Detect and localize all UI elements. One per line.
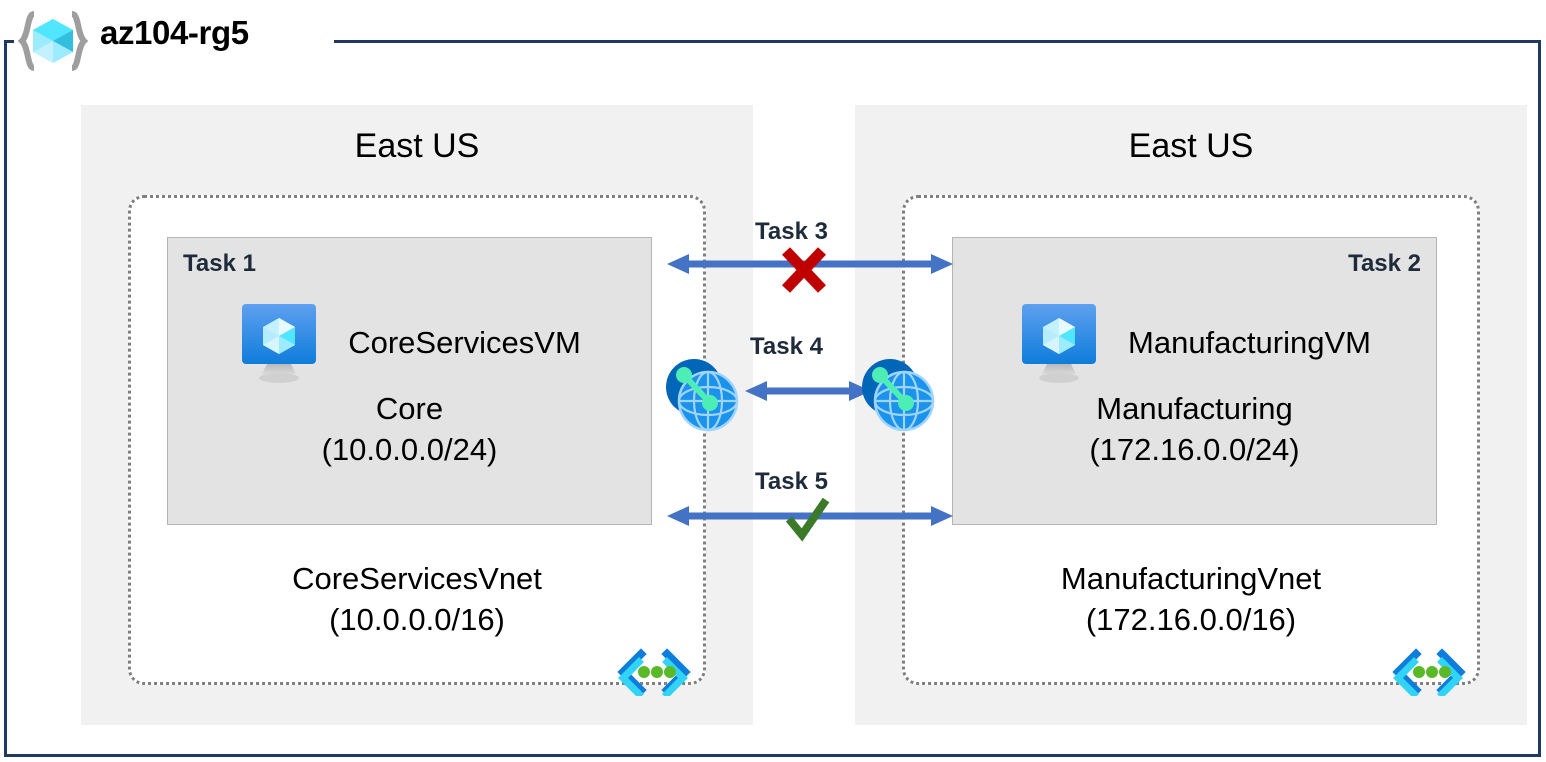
connection-label-task4: Task 4 — [750, 333, 823, 360]
vnet-peering-icon-right — [862, 359, 935, 432]
connection-label-task5: Task 5 — [755, 468, 828, 495]
vnet-icon-left — [617, 648, 691, 696]
vm-row-manufacturing: ManufacturingVM — [953, 300, 1436, 386]
virtual-machine-icon — [1022, 304, 1097, 383]
vnet-icon-right — [1392, 648, 1466, 696]
vnet-name-manufacturing: ManufacturingVnet — [1060, 561, 1322, 596]
vnet-cidr-manufacturing: (172.16.0.0/16) — [1085, 602, 1297, 637]
subnet-core: Task 1 — [167, 237, 652, 525]
subnet-cidr-manufacturing: (172.16.0.0/24) — [1089, 432, 1300, 467]
resource-group-boundary — [4, 40, 1541, 757]
subnet-cidr-core: (10.0.0.0/24) — [321, 432, 498, 467]
vnet-name-coreservices: CoreServicesVnet — [292, 561, 542, 596]
connection-arrow-task4 — [745, 381, 871, 401]
subnet-name-manufacturing: Manufacturing — [1096, 391, 1293, 426]
resource-group-icon — [18, 11, 88, 71]
subnet-manufacturing: Task 2 — [952, 237, 1437, 525]
vm-row-coreservices: CoreServicesVM — [168, 300, 651, 386]
connection-arrow-task5 — [667, 506, 953, 526]
task-tag-2: Task 2 — [1348, 250, 1421, 277]
subnet-name-core: Core — [375, 391, 444, 426]
vnet-cidr-coreservices: (10.0.0.0/16) — [329, 602, 505, 637]
green-check-mark — [785, 497, 830, 542]
task-tag-1: Task 1 — [183, 250, 256, 277]
vnet-peering-icon-left — [666, 359, 739, 432]
vm-name-coreservices: CoreServicesVM — [348, 325, 581, 360]
connection-label-task3: Task 3 — [755, 218, 828, 245]
vm-name-manufacturing: ManufacturingVM — [1128, 325, 1371, 360]
resource-group-title: az104-rg5 — [100, 14, 249, 51]
virtual-machine-icon — [242, 304, 317, 383]
red-x-mark — [782, 247, 826, 293]
region-label-left: East US — [354, 127, 480, 165]
region-label-right: East US — [1128, 127, 1254, 165]
